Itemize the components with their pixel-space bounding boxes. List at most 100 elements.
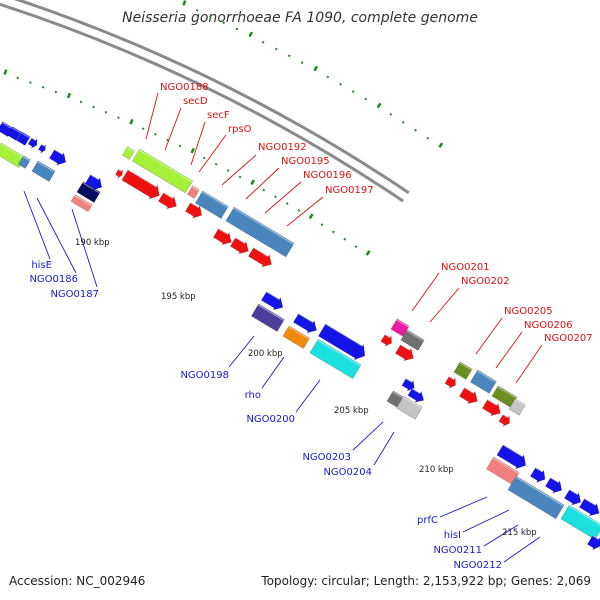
kbp-label: 215 kbp bbox=[502, 528, 537, 538]
inner-tick-major bbox=[250, 179, 255, 185]
outer-tick bbox=[274, 47, 278, 51]
inner-tick bbox=[166, 138, 170, 142]
label-NGO0187: NGO0187 bbox=[50, 289, 99, 300]
label-NGO0203: NGO0203 bbox=[302, 452, 351, 463]
label-NGO0203-leader bbox=[352, 421, 384, 451]
label-NGO0198-leader bbox=[228, 335, 255, 368]
gene-NGO0192 bbox=[194, 190, 229, 219]
gene-blue bbox=[38, 143, 46, 154]
outer-tick bbox=[364, 97, 368, 101]
inner-tick bbox=[117, 116, 120, 119]
inner-tick bbox=[178, 144, 182, 148]
gene-hisE bbox=[18, 155, 31, 169]
outer-tick bbox=[300, 61, 304, 65]
label-secF-leader bbox=[190, 121, 206, 166]
label-prfC-leader bbox=[439, 496, 488, 518]
inner-tick bbox=[285, 202, 289, 205]
outer-tick bbox=[426, 136, 430, 140]
gene-blue bbox=[49, 149, 67, 166]
inner-tick bbox=[29, 81, 32, 84]
label-hisI: hisI bbox=[444, 530, 461, 541]
inner-tick-major bbox=[129, 118, 134, 125]
kbp-label: 210 kbp bbox=[419, 465, 454, 475]
gene-NGO0195 bbox=[225, 206, 295, 258]
label-NGO0200-leader bbox=[295, 379, 321, 413]
gene-blue bbox=[7, 126, 22, 141]
gene-NGO0205 bbox=[453, 361, 473, 380]
label-NGO0187-leader bbox=[71, 208, 98, 288]
label-NGO0188: NGO0188 bbox=[160, 82, 209, 93]
label-NGO0207: NGO0207 bbox=[544, 333, 593, 344]
gene-red bbox=[395, 344, 414, 362]
inner-tick bbox=[41, 85, 45, 89]
label-NGO0201: NGO0201 bbox=[441, 262, 490, 273]
inner-tick bbox=[262, 188, 266, 192]
gene-NGO0211 bbox=[507, 475, 565, 520]
gene-red bbox=[158, 192, 177, 210]
map-title: Neisseria gonorrhoeae FA 1090, complete … bbox=[122, 10, 478, 26]
gene-NGO0207 bbox=[508, 398, 526, 416]
label-NGO0206: NGO0206 bbox=[524, 320, 573, 331]
label-secD: secD bbox=[183, 96, 208, 107]
label-NGO0205-leader bbox=[475, 317, 503, 355]
kbp-label: 190 kbp bbox=[75, 238, 110, 248]
gene-salmon bbox=[70, 194, 93, 213]
label-NGO0202: NGO0202 bbox=[461, 276, 510, 287]
gene-red bbox=[498, 414, 510, 427]
outer-tick bbox=[235, 27, 239, 31]
label-NGO0212: NGO0212 bbox=[453, 560, 502, 571]
outer-tick-major bbox=[313, 65, 318, 72]
label-NGO0205: NGO0205 bbox=[504, 306, 553, 317]
gene-red bbox=[185, 202, 203, 219]
label-NGO0188-leader bbox=[145, 92, 159, 140]
gene-blue bbox=[579, 498, 600, 517]
inner-tick bbox=[354, 245, 358, 249]
gene-blue bbox=[530, 467, 546, 483]
gene-red bbox=[230, 237, 249, 255]
inner-tick bbox=[92, 105, 95, 109]
gene-red bbox=[459, 387, 478, 405]
gene-red bbox=[444, 376, 456, 389]
gene-rho bbox=[282, 325, 311, 349]
inner-tick-major bbox=[3, 69, 8, 75]
gene-rpsO bbox=[187, 185, 200, 199]
gene-blue bbox=[85, 174, 103, 191]
inner-tick bbox=[238, 175, 242, 179]
inner-tick bbox=[54, 90, 58, 94]
label-NGO0197-leader bbox=[286, 196, 324, 227]
outer-tick bbox=[414, 128, 417, 132]
label-NGO0207-leader bbox=[515, 344, 543, 384]
label-NGO0196-leader bbox=[264, 181, 302, 214]
gene-blue bbox=[587, 535, 600, 551]
label-rpsO-leader bbox=[198, 134, 227, 173]
label-hisE-leader bbox=[23, 190, 51, 260]
gene-blue bbox=[261, 291, 284, 311]
outer-tick bbox=[209, 15, 212, 18]
gene-red bbox=[115, 168, 123, 179]
label-NGO0197: NGO0197 bbox=[325, 185, 374, 196]
label-NGO0200: NGO0200 bbox=[246, 414, 295, 425]
gene-blue bbox=[496, 444, 527, 470]
gene-NGO0188 bbox=[122, 146, 135, 160]
leaders-layer bbox=[23, 92, 543, 563]
label-NGO0211-leader bbox=[483, 524, 519, 547]
label-NGO0198: NGO0198 bbox=[180, 370, 229, 381]
accession-text: Accession: NC_002946 bbox=[9, 574, 146, 588]
label-secF: secF bbox=[207, 110, 230, 121]
outer-tick-major bbox=[376, 102, 382, 109]
gene-blue bbox=[293, 313, 317, 334]
label-rho-leader bbox=[261, 356, 285, 389]
gene-NGO0204 bbox=[395, 395, 423, 420]
outer-tick bbox=[195, 9, 199, 12]
outer-tick bbox=[351, 90, 355, 93]
inner-tick-major bbox=[66, 92, 72, 99]
inner-tick bbox=[226, 169, 230, 172]
outer-tick bbox=[261, 40, 265, 44]
label-NGO0196: NGO0196 bbox=[303, 170, 352, 181]
kbp-label: 200 kbp bbox=[248, 349, 283, 359]
outer-tick bbox=[339, 82, 342, 86]
gene-his-lime bbox=[0, 142, 26, 168]
inner-tick bbox=[79, 100, 83, 104]
gene-blue bbox=[317, 323, 366, 361]
